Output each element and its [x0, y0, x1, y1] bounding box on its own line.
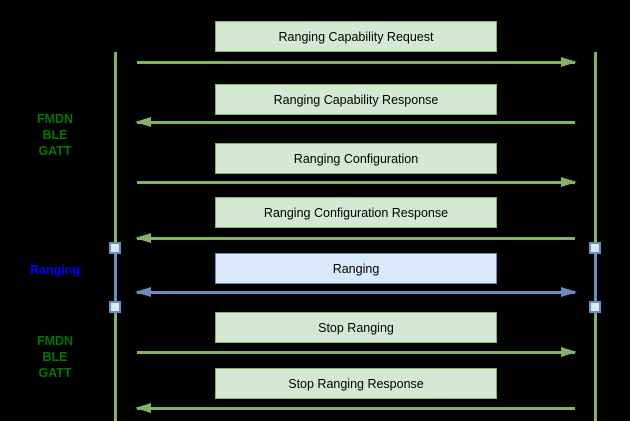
message-box: Ranging Capability Request [215, 21, 497, 52]
arrowhead-right-icon [561, 177, 577, 187]
message-label: Ranging [332, 261, 380, 276]
message-arrow [135, 57, 577, 67]
activation-square-left-top [109, 242, 121, 254]
lifeline-left [114, 52, 117, 421]
arrow-shaft [137, 290, 575, 294]
lifeline-right-ranging-segment [594, 248, 597, 308]
message-box: Ranging [215, 253, 497, 284]
arrowhead-left-icon [135, 117, 151, 127]
arrow-shaft [137, 406, 575, 410]
message-box: Ranging Capability Response [215, 84, 497, 115]
activation-square-right-top [589, 242, 601, 254]
lifeline-right [594, 52, 597, 421]
message-arrow [135, 347, 577, 357]
message-label: Stop Ranging [318, 320, 394, 335]
message-label: Ranging Configuration Response [263, 205, 449, 220]
arrowhead-right-icon [561, 347, 577, 357]
arrow-shaft [137, 350, 575, 354]
message-arrow [135, 233, 577, 243]
arrowhead-left-icon [135, 287, 151, 297]
message-label: Stop Ranging Response [288, 376, 424, 391]
protocol-label-gatt-bottom: FMDN BLE GATT [36, 334, 74, 380]
message-arrow [135, 117, 577, 127]
arrow-shaft [137, 60, 575, 64]
message-label: Ranging Capability Request [278, 29, 434, 44]
message-label: Ranging Configuration [293, 151, 419, 166]
message-arrow [135, 403, 577, 413]
message-label: Ranging Capability Response [273, 92, 439, 107]
activation-square-right-bottom [589, 301, 601, 313]
arrowhead-right-icon [561, 57, 577, 67]
message-arrow [135, 177, 577, 187]
protocol-label-ranging: Ranging [30, 263, 80, 277]
arrowhead-right-icon [561, 287, 577, 297]
arrow-shaft [137, 120, 575, 124]
arrowhead-left-icon [135, 403, 151, 413]
message-arrow [135, 287, 577, 297]
message-box: Ranging Configuration [215, 143, 497, 174]
message-box: Stop Ranging [215, 312, 497, 343]
activation-square-left-bottom [109, 301, 121, 313]
message-box: Ranging Configuration Response [215, 197, 497, 228]
message-box: Stop Ranging Response [215, 368, 497, 399]
arrow-shaft [137, 180, 575, 184]
arrow-shaft [137, 236, 575, 240]
protocol-label-gatt-top: FMDN BLE GATT [36, 112, 74, 158]
arrowhead-left-icon [135, 233, 151, 243]
lifeline-left-ranging-segment [114, 248, 117, 308]
